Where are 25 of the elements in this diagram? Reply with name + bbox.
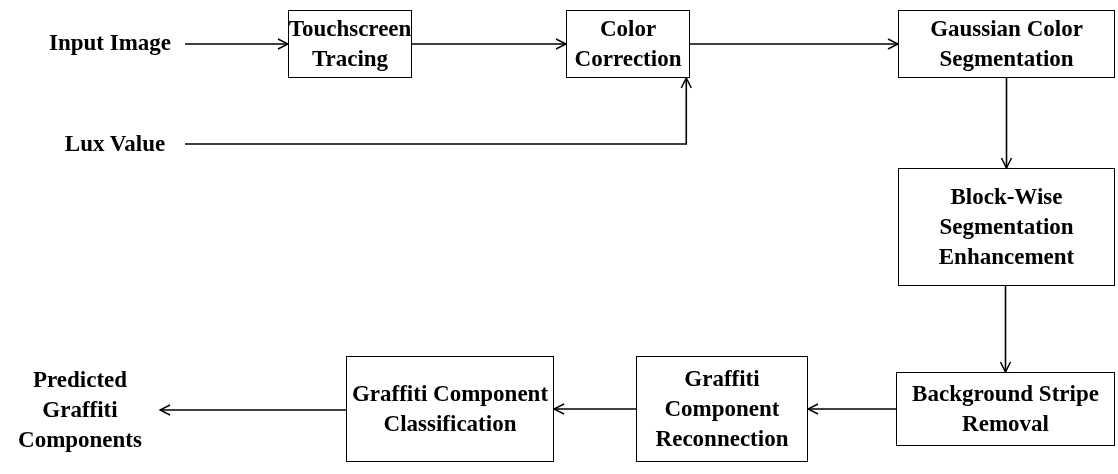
process-label: Color Correction <box>573 15 683 73</box>
process-label: Block-Wise Segmentation Enhancement <box>937 183 1076 271</box>
process-label: Gaussian Color Segmentation <box>929 15 1084 73</box>
arrow <box>184 77 693 145</box>
arrow <box>689 38 899 50</box>
process-label: Touchscreen Tracing <box>288 15 412 73</box>
arrow <box>553 403 637 415</box>
io-label: Lux Value <box>45 129 185 159</box>
process-box <box>636 356 808 462</box>
arrow <box>411 38 567 50</box>
process-box <box>898 10 1115 78</box>
arrow <box>999 285 1012 373</box>
process-label: Graffiti Component Classification <box>350 380 550 438</box>
arrow <box>807 403 897 415</box>
io-label: Input Image <box>35 28 185 58</box>
process-box <box>898 168 1115 286</box>
process-box <box>566 10 690 78</box>
arrow <box>159 404 347 416</box>
arrow <box>1000 77 1013 169</box>
process-label: Background Stripe Removal <box>911 380 1100 438</box>
process-box <box>896 372 1115 446</box>
process-label: Graffiti Component Reconnection <box>654 365 790 453</box>
arrow <box>184 38 289 50</box>
process-box <box>346 356 554 462</box>
io-label: Predicted Graffiti Components <box>0 360 160 460</box>
